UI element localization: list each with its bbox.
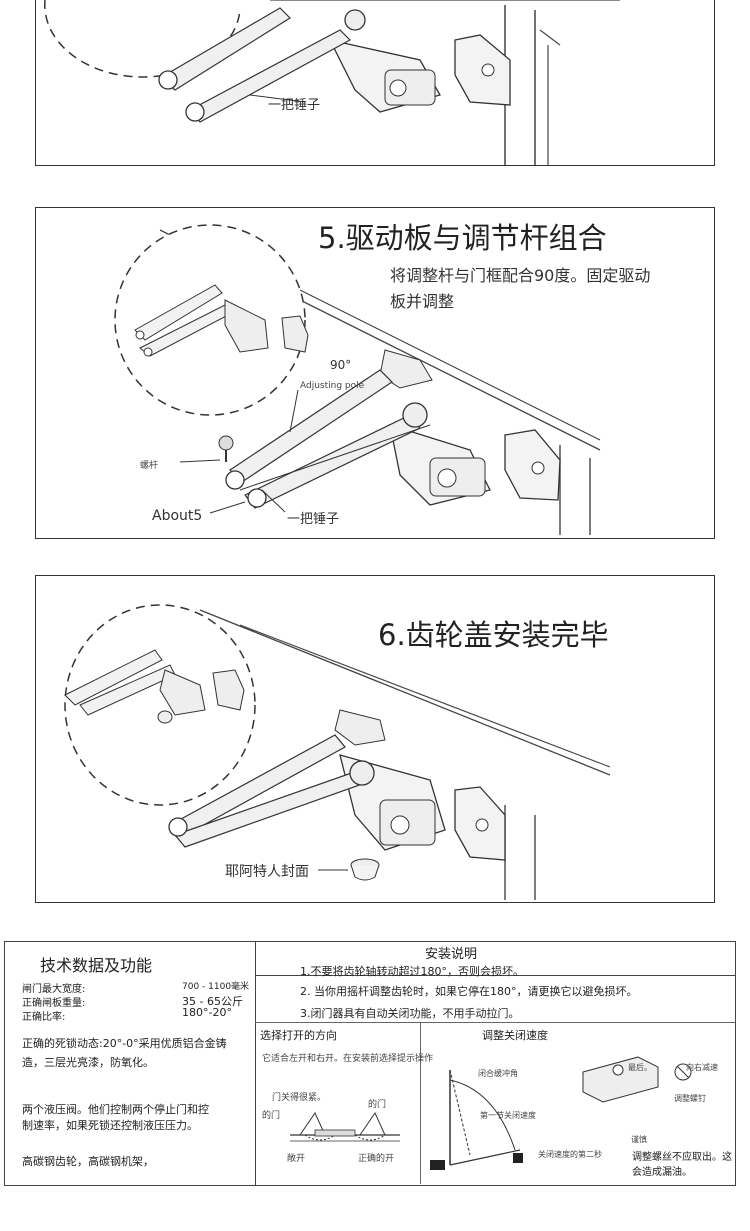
direction-right-door: 的门 (368, 1100, 387, 1110)
direction-diagram (290, 1111, 400, 1142)
tech-row-3-value: 180°-20° (182, 1006, 232, 1019)
direction-head: 选择打开的方向 (260, 1029, 337, 1042)
step4-panel (35, 0, 715, 166)
install-mid-line (255, 1022, 735, 1023)
tech-para-2-line2: 制速率，如果死锁还控制液压压力。 (22, 1119, 198, 1132)
tech-para-2-line1: 两个液压阀。他们控制两个停止门和控 (22, 1103, 209, 1116)
step5-title: 5.驱动板与调节杆组合 (318, 221, 607, 255)
step4-illustration (44, 0, 620, 165)
speed-caution-line2: 会造成漏油。 (632, 1167, 692, 1178)
step5-desc-line1: 将调整杆与门框配合90度。固定驱动 (390, 266, 651, 285)
tech-para-1-line2: 造，三层光亮漆，防氧化。 (22, 1056, 154, 1069)
install-item-2: 2. 当你用摇杆调整齿轮时，如果它停在180°，请更换它以避免损坏。 (300, 985, 638, 998)
speed-right-label: 向右减速 (686, 1063, 718, 1072)
speed-screw-label: 调整螺钉 (674, 1094, 706, 1103)
speed-caution-head: 谨慎 (631, 1135, 647, 1144)
step5-screw-label: 螺杆 (140, 461, 159, 471)
direction-left-open: 敞开 (287, 1154, 306, 1164)
step6-illustration (64, 604, 611, 900)
speed-buffer-label: 闭合缓冲角 (478, 1069, 518, 1078)
step6-panel (35, 575, 715, 903)
step6-cover-label: 耶阿特人封面 (225, 864, 309, 880)
tech-para-3: 高碳钢齿轮，高碳钢机架， (22, 1155, 154, 1168)
tech-para-1-line1: 正确的死锁动态:20°-0°采用优质铝合金铸 (22, 1037, 227, 1050)
step5-desc-line2: 板并调整 (390, 292, 455, 311)
step4-hammer-label: 一把锤子 (268, 98, 321, 113)
direction-left-door: 的门 (262, 1111, 281, 1121)
direction-right-open: 正确的开 (358, 1154, 395, 1164)
install-title: 安装说明 (425, 947, 478, 962)
tech-title: 技术数据及功能 (40, 956, 153, 975)
speed-last-label: 最后。 (628, 1063, 652, 1072)
speed-diagram (430, 1069, 523, 1170)
tech-row-1-value: 700 - 1100毫米 (182, 982, 250, 992)
spec-table (4, 941, 736, 1186)
speed-closer-icon (582, 1056, 692, 1103)
step5-illustration (114, 224, 601, 535)
speed-caution-line1: 调整螺丝不应取出。这 (632, 1152, 732, 1163)
speed-second-label: 关闭速度的第二秒 (538, 1150, 602, 1159)
direction-desc: 它适合左开和右开。在安装前选择提示操作 (262, 1054, 434, 1064)
direction-door-close-label: 门关得很紧。 (272, 1093, 327, 1103)
install-item-1: 1.不要将齿轮轴转动超过180°，否则会损坏。 (300, 965, 524, 978)
table-divider (255, 941, 256, 1185)
install-item-3: 3.闭门器具有自动关闭功能，不用手动拉门。 (300, 1007, 520, 1020)
tech-row-2-value: 35 - 65公斤 (182, 995, 243, 1008)
tech-row-3-label: 正确比率: (22, 1012, 66, 1023)
step5-about-label: About5 (152, 508, 203, 524)
step5-panel (35, 207, 715, 539)
install-col-divider (420, 1022, 421, 1184)
speed-head: 调整关闭速度 (482, 1029, 548, 1042)
step5-pole-label: Adjusting pole (300, 381, 365, 391)
tech-row-1-label: 闸门最大宽度: (22, 984, 86, 995)
step6-title: 6.齿轮盖安装完毕 (378, 618, 609, 652)
install-header-line (255, 975, 735, 976)
speed-first-label: 第一节关闭速度 (480, 1111, 536, 1120)
step5-angle-label: 90° (330, 358, 352, 372)
step5-hammer-label: 一把锤子 (287, 512, 340, 527)
tech-row-2-label: 正确闸板重量: (22, 998, 86, 1009)
